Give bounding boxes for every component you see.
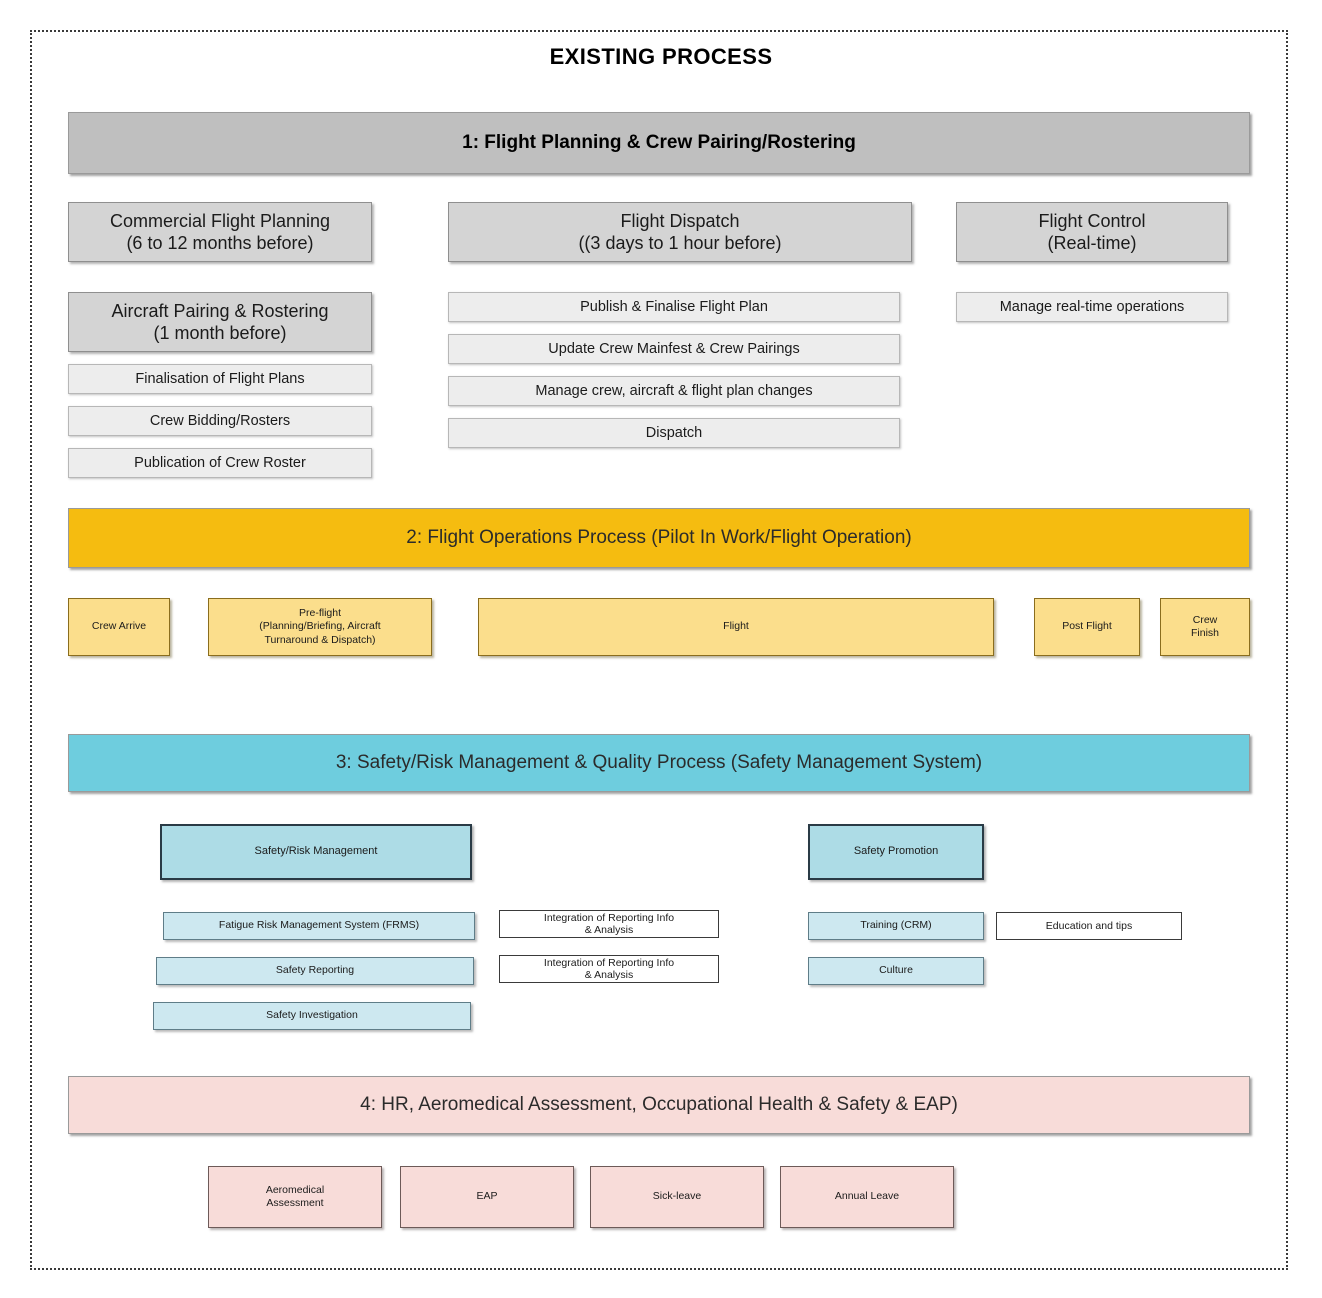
- section-3-group-2-item-2[interactable]: Culture: [808, 957, 984, 985]
- section-4-item-annual-leave[interactable]: Annual Leave: [780, 1166, 954, 1228]
- section-3-group-1-item-2[interactable]: Safety Reporting: [156, 957, 474, 985]
- section-1-col1-header-2: Aircraft Pairing & Rostering(1 month bef…: [68, 292, 372, 352]
- page-title: EXISTING PROCESS: [549, 44, 773, 69]
- section-1-col3-header-1: Flight Control(Real-time): [956, 202, 1228, 262]
- section-3-group-1-title[interactable]: Safety/Risk Management: [160, 824, 472, 880]
- section-1-col2-item-2[interactable]: Update Crew Mainfest & Crew Pairings: [448, 334, 900, 364]
- section-3-middle-item-2-label: Integration of Reporting Info& Analysis: [543, 956, 675, 981]
- outer-dotted-border: [30, 30, 1288, 1270]
- section-4-band: 4: HR, Aeromedical Assessment, Occupatio…: [68, 1076, 1250, 1134]
- section-3-group-1-item-3[interactable]: Safety Investigation: [153, 1002, 471, 1030]
- section-3-middle-item-1-label: Integration of Reporting Info& Analysis: [543, 911, 675, 936]
- section-3-group-1-item-1[interactable]: Fatigue Risk Management System (FRMS): [163, 912, 475, 940]
- section-1-col2-item-4[interactable]: Dispatch: [448, 418, 900, 448]
- section-3-middle-item-2[interactable]: Integration of Reporting Info& Analysis: [499, 955, 719, 983]
- section-1-col1-item-2[interactable]: Crew Bidding/Rosters: [68, 406, 372, 436]
- section-1-col2-header-1: Flight Dispatch((3 days to 1 hour before…: [448, 202, 912, 262]
- section-1-col3-item-1[interactable]: Manage real-time operations: [956, 292, 1228, 322]
- section-2-item-post-flight[interactable]: Post Flight: [1034, 598, 1140, 656]
- section-2-item-crew-arrive[interactable]: Crew Arrive: [68, 598, 170, 656]
- section-4-item-sick-leave[interactable]: Sick-leave: [590, 1166, 764, 1228]
- section-3-group-2-title[interactable]: Safety Promotion: [808, 824, 984, 880]
- section-4-item-eap[interactable]: EAP: [400, 1166, 574, 1228]
- section-1-col2-item-1[interactable]: Publish & Finalise Flight Plan: [448, 292, 900, 322]
- section-3-right-item-1[interactable]: Education and tips: [996, 912, 1182, 940]
- section-1-band: 1: Flight Planning & Crew Pairing/Roster…: [68, 112, 1250, 174]
- section-2-band: 2: Flight Operations Process (Pilot In W…: [68, 508, 1250, 568]
- section-1-col1-item-3[interactable]: Publication of Crew Roster: [68, 448, 372, 478]
- section-2-item-flight[interactable]: Flight: [478, 598, 994, 656]
- section-1-col1-item-1[interactable]: Finalisation of Flight Plans: [68, 364, 372, 394]
- section-3-right-item-1-label: Education and tips: [1045, 919, 1133, 932]
- section-1-col2-item-3[interactable]: Manage crew, aircraft & flight plan chan…: [448, 376, 900, 406]
- section-3-group-2-item-1[interactable]: Training (CRM): [808, 912, 984, 940]
- section-3-middle-item-1[interactable]: Integration of Reporting Info& Analysis: [499, 910, 719, 938]
- section-1-col1-header-1: Commercial Flight Planning(6 to 12 month…: [68, 202, 372, 262]
- section-3-band: 3: Safety/Risk Management & Quality Proc…: [68, 734, 1250, 792]
